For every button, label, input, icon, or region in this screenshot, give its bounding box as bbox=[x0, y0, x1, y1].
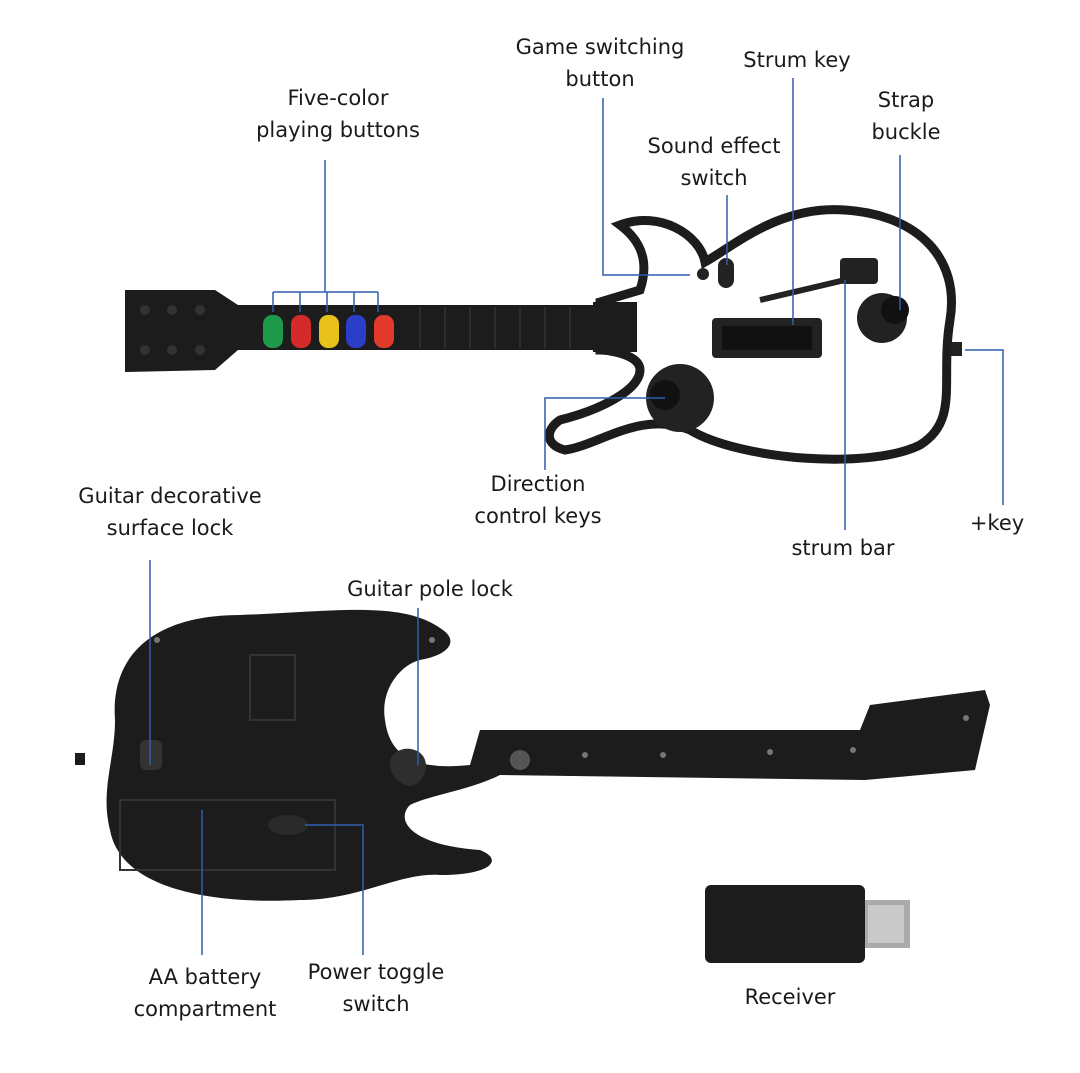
label-guitar-pole-lock: Guitar pole lock bbox=[347, 577, 513, 601]
decorative-lock bbox=[140, 740, 162, 770]
battery-compartment bbox=[119, 799, 336, 871]
leader-game-switching bbox=[602, 98, 690, 276]
pole-lock bbox=[389, 748, 426, 786]
fret-button-orange bbox=[374, 315, 394, 348]
headstock-screws bbox=[140, 305, 205, 355]
neck-frets bbox=[419, 307, 571, 348]
label-plus-key: +key bbox=[969, 511, 1025, 535]
leader-direction bbox=[544, 397, 665, 470]
bottom-guitar bbox=[75, 609, 990, 901]
receiver-dongle bbox=[705, 885, 910, 963]
leader-five-color bbox=[272, 160, 379, 312]
fret-button-yellow bbox=[319, 315, 339, 348]
game-switching-button bbox=[697, 268, 709, 280]
fret-buttons bbox=[263, 315, 394, 348]
leader-lines bbox=[149, 78, 1004, 955]
leader-power bbox=[305, 824, 364, 955]
label-strum-bar: strum bar bbox=[791, 536, 895, 560]
plus-key bbox=[950, 342, 962, 356]
label-strum-key: Strum key bbox=[743, 48, 851, 72]
leader-plus-key bbox=[965, 349, 1004, 505]
top-guitar bbox=[125, 205, 962, 464]
back-body bbox=[106, 609, 990, 901]
fret-button-red bbox=[291, 315, 311, 348]
fret-button-green bbox=[263, 315, 283, 348]
strum-key bbox=[840, 258, 878, 284]
fret-button-blue bbox=[346, 315, 366, 348]
neck-joint bbox=[593, 302, 637, 352]
sound-effect-switch bbox=[718, 258, 734, 288]
power-switch bbox=[268, 815, 308, 835]
label-receiver: Receiver bbox=[744, 985, 836, 1009]
